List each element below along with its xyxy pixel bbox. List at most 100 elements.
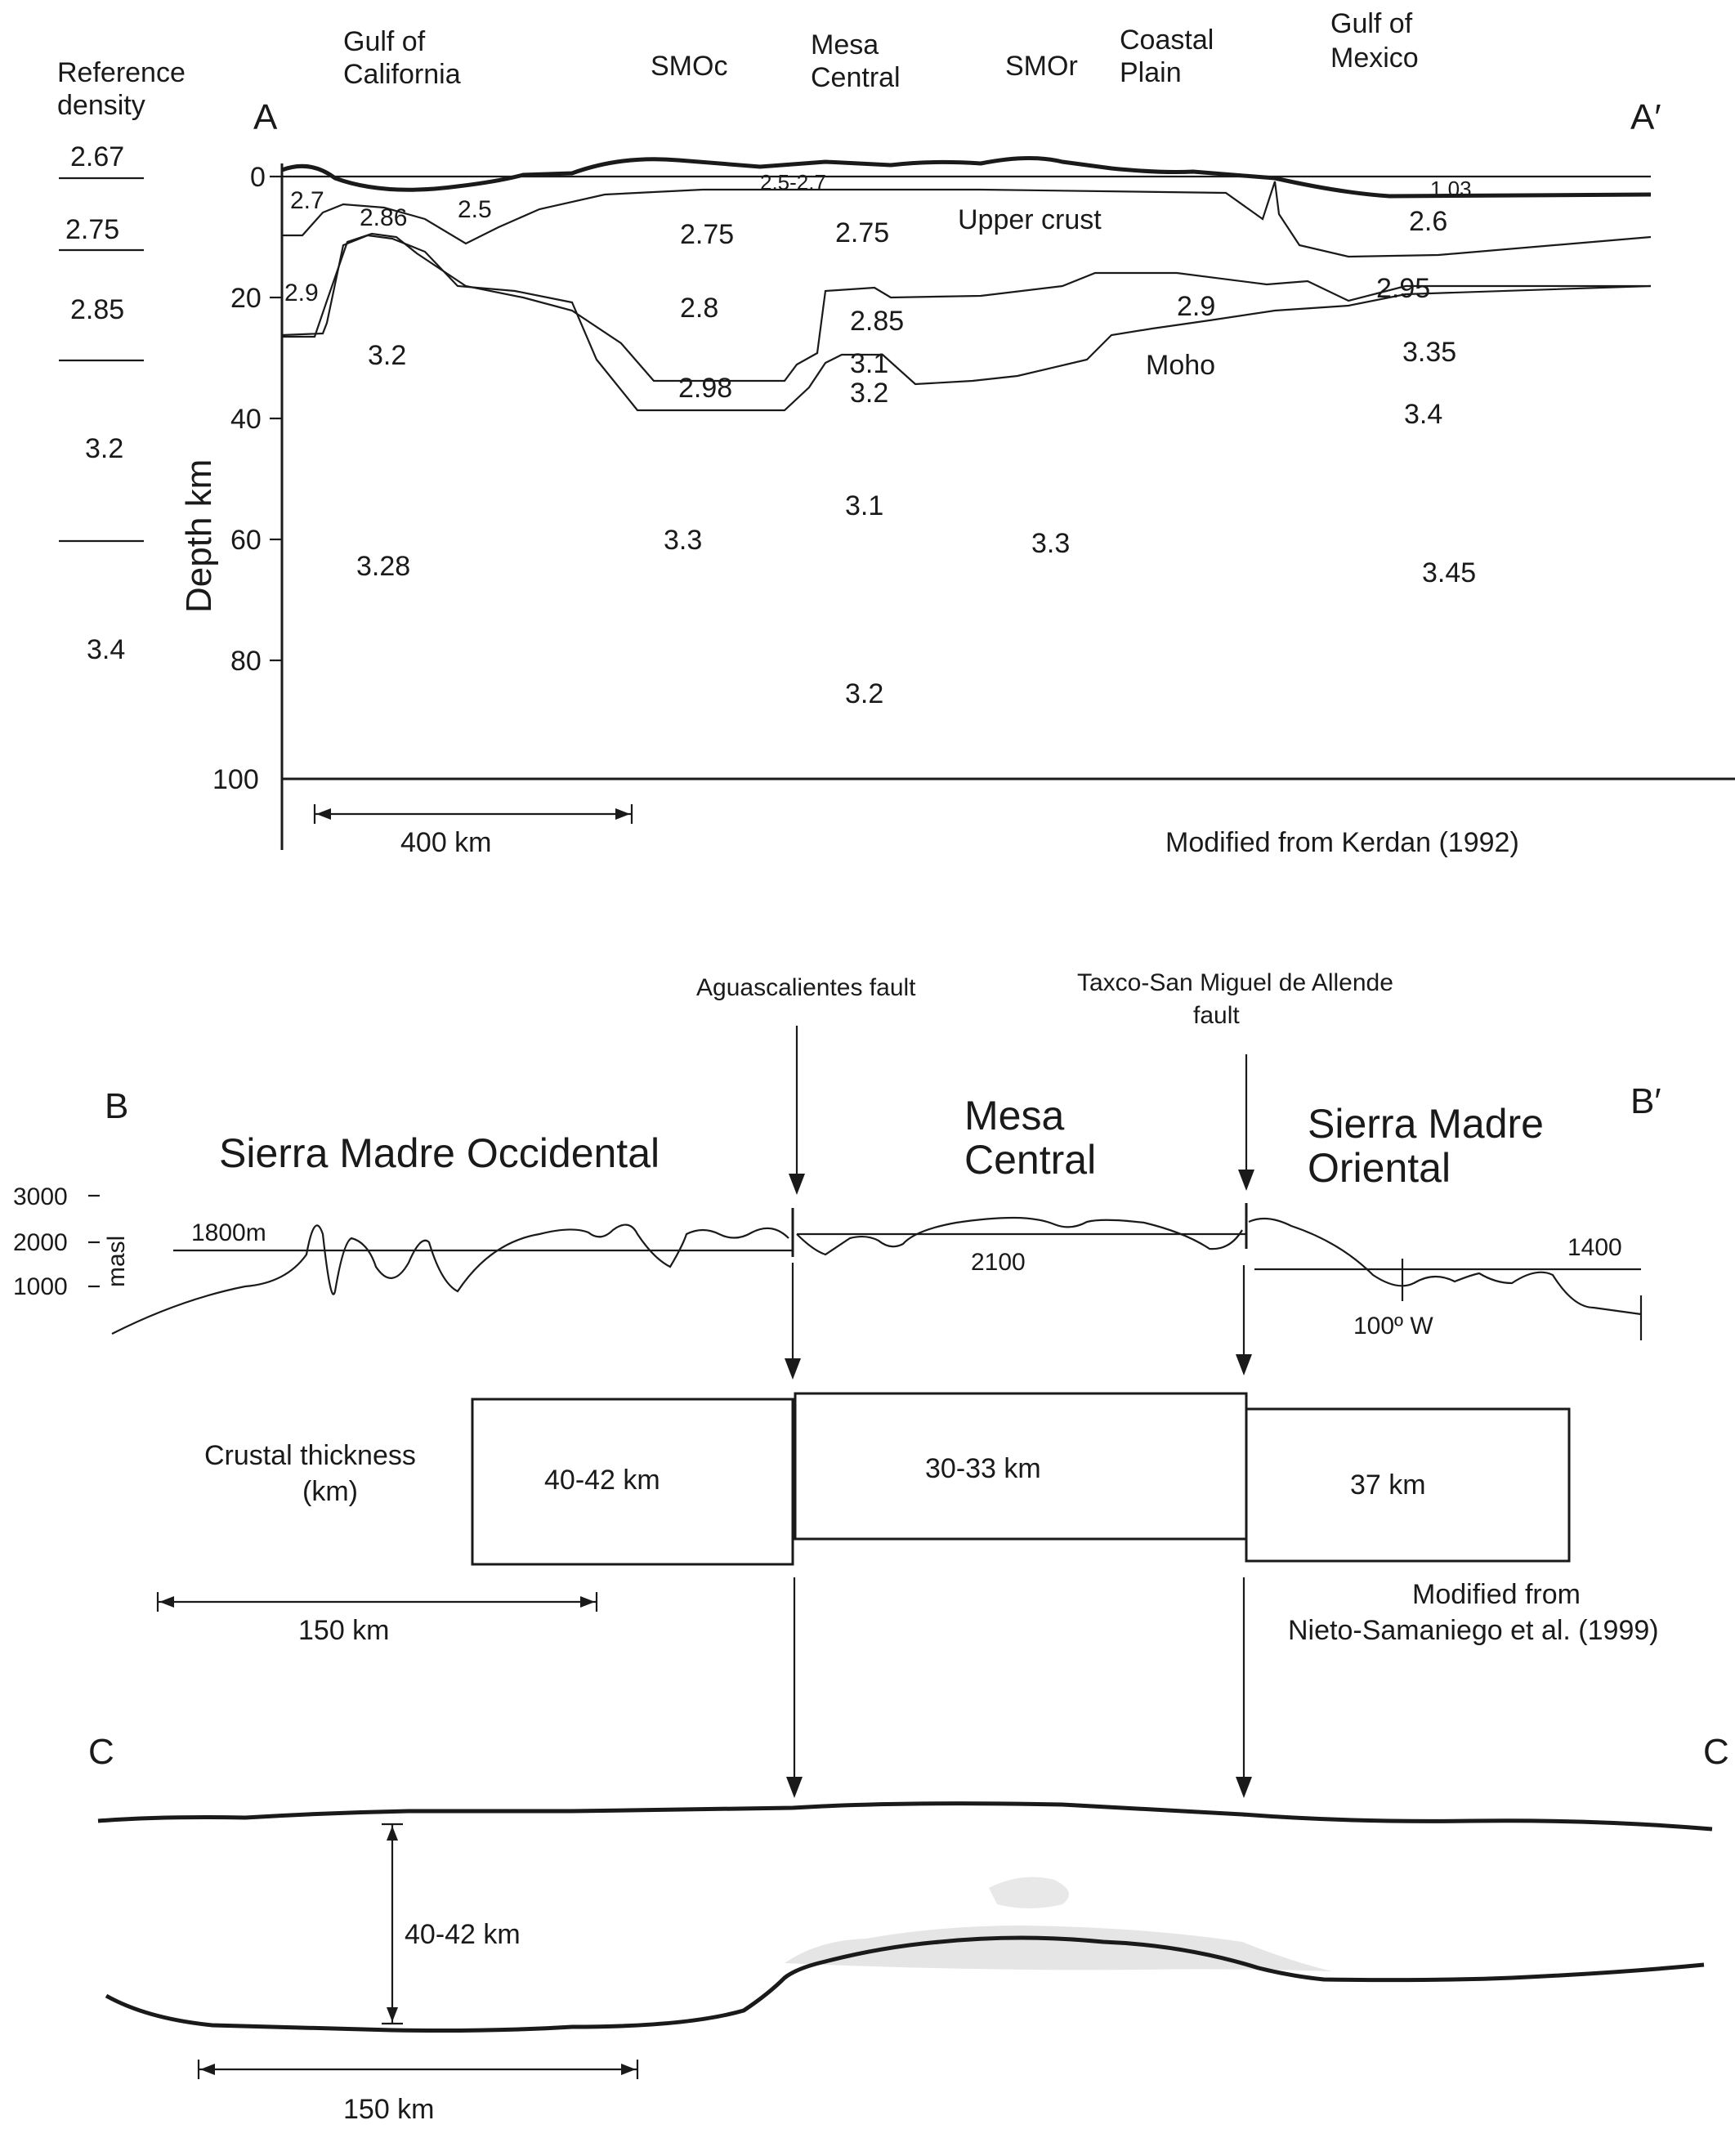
elevation-tick-label: 3000	[13, 1183, 68, 1210]
scale-bar-arrowhead	[621, 2064, 636, 2075]
credit-kerdan: Modified from Kerdan (1992)	[1165, 827, 1519, 858]
scale-bar-label: 150 km	[343, 2094, 435, 2125]
region-label-mesa-central: Central	[964, 1137, 1096, 1183]
scale-bar-150km-b: 150 km	[156, 1592, 598, 1646]
density-label: 2.6	[1409, 206, 1447, 237]
density-label: 2.9	[284, 280, 319, 306]
reference-density-value: 2.85	[70, 294, 124, 325]
density-label: 3.45	[1422, 557, 1476, 588]
upper-crust-label: Upper crust	[958, 204, 1102, 235]
reference-density-value: 2.67	[70, 141, 124, 172]
depth-tick-label: 100	[212, 764, 259, 795]
region-label-coastal-plain: Plain	[1120, 57, 1182, 88]
reference-density-value: 2.75	[65, 214, 119, 245]
elevation-profile	[796, 1216, 1243, 1256]
crustal-thickness-value: 30-33 km	[925, 1453, 1041, 1484]
elevation-mark-label: 2100	[971, 1249, 1026, 1276]
region-label-gulf-of-mexico: Mexico	[1330, 42, 1419, 74]
section-end-label-a-prime: A′	[1630, 97, 1661, 137]
elevation-profile	[1248, 1217, 1642, 1316]
density-label: 3.28	[356, 551, 410, 582]
region-label-smor: SMOr	[1005, 51, 1078, 82]
scale-bar-arrowhead	[615, 808, 630, 820]
crustal-thinning-shading	[785, 1926, 1332, 1971]
reference-density-value: 3.4	[87, 634, 125, 665]
upper-lower-crust-boundary	[282, 232, 1651, 382]
fault-label-aguascalientes: Aguascalientes fault	[696, 974, 916, 1001]
depth-tick-label: 80	[230, 646, 262, 677]
elevation-mark-label: 1800m	[191, 1219, 266, 1246]
crust-block-smoc	[471, 1398, 794, 1566]
depth-axis-label: Depth km	[179, 459, 219, 613]
sediment-layer-boundary	[282, 181, 1652, 258]
reference-density-title-line-1: Reference	[57, 57, 186, 88]
fault-arrowhead	[785, 1358, 801, 1380]
depth-tick-label: 40	[230, 404, 262, 435]
reference-density-value: 3.2	[85, 433, 123, 464]
fault-arrowhead	[786, 1777, 803, 1798]
scale-bar-label: 400 km	[400, 827, 492, 858]
density-label: 3.4	[1404, 399, 1442, 430]
density-label: 3.3	[664, 525, 702, 556]
scale-bar-arrowhead	[159, 1596, 174, 1608]
region-label-sierra-madre-oriental: Oriental	[1308, 1145, 1451, 1191]
surface-profile	[97, 1801, 1713, 1832]
density-label: 3.2	[845, 678, 883, 709]
topography-profile	[281, 155, 1652, 199]
region-label-coastal-plain: Coastal	[1120, 25, 1214, 56]
scale-bar-arrowhead	[200, 2064, 215, 2075]
crustal-thickness-title: Crustal thickness	[204, 1440, 416, 1471]
crust-block-smor	[1245, 1407, 1571, 1563]
moho-profile	[105, 1935, 1705, 2033]
credit-nieto-samaniego: Modified from	[1412, 1579, 1581, 1610]
elevation-profile	[111, 1223, 789, 1335]
fault-arrows	[785, 1026, 1254, 1798]
crustal-thickness-value: 37 km	[1350, 1469, 1426, 1501]
density-label: 2.5	[458, 196, 492, 223]
scale-bar-label: 150 km	[298, 1615, 390, 1646]
elevation-mark-label: 1400	[1567, 1234, 1622, 1261]
region-label-mesa-central: Mesa	[964, 1093, 1064, 1138]
scale-bar-arrowhead	[316, 808, 331, 820]
crustal-thickness-title: (km)	[302, 1476, 358, 1507]
region-label-gulf-of-california: California	[343, 59, 461, 90]
fault-arrowhead	[1236, 1777, 1252, 1798]
density-label: 2.7	[290, 187, 324, 214]
crustal-thinning-shading	[989, 1876, 1069, 1908]
scale-bar-150km-c: 150 km	[197, 2060, 639, 2125]
panel-a: Reference density 2.67 2.75 2.85 3.2 3.4…	[57, 8, 1735, 858]
fault-arrowhead	[789, 1174, 805, 1195]
elevation-tick-label: 1000	[13, 1273, 68, 1300]
density-label: 2.95	[1376, 273, 1430, 304]
density-label: 2.8	[680, 293, 718, 324]
depth-tick-label: 0	[250, 162, 266, 193]
thickness-indicator: 40-42 km	[382, 1823, 521, 2025]
region-label-mesa-central: Mesa	[811, 29, 879, 60]
elevation-tick-label: 2000	[13, 1229, 68, 1256]
scale-bar-arrowhead	[580, 1596, 595, 1608]
density-label: 3.1	[845, 490, 883, 521]
section-start-label-c: C	[88, 1732, 114, 1772]
scale-bar-400km: 400 km	[313, 804, 633, 858]
thickness-arrowhead	[387, 2007, 398, 2022]
fault-arrowhead	[1236, 1354, 1252, 1375]
region-label-mesa-central: Central	[811, 62, 901, 93]
density-label: 3.2	[368, 340, 406, 371]
longitude-label: 100º W	[1353, 1313, 1433, 1340]
density-label: 3.35	[1402, 337, 1456, 368]
thickness-label: 40-42 km	[405, 1919, 521, 1950]
panel-c: C C 40-42 km 150 km	[88, 1732, 1729, 2125]
panel-b: Aguascalientes fault Taxco-San Miguel de…	[13, 969, 1661, 1798]
density-label: 2.5-2.7	[760, 170, 826, 195]
crustal-thickness-value: 40-42 km	[544, 1465, 660, 1496]
density-label: 3.3	[1031, 528, 1070, 559]
density-label: 3.2	[850, 378, 888, 409]
density-label: 2.75	[680, 219, 734, 250]
fault-label-taxco-san-miguel: fault	[1193, 1002, 1240, 1029]
density-label: 2.75	[835, 217, 889, 248]
density-label: 2.86	[360, 204, 407, 231]
region-label-smoc: SMOc	[651, 51, 727, 82]
depth-tick-label: 60	[230, 525, 262, 556]
density-label: 2.9	[1177, 291, 1215, 322]
section-start-label-b: B	[105, 1086, 128, 1126]
